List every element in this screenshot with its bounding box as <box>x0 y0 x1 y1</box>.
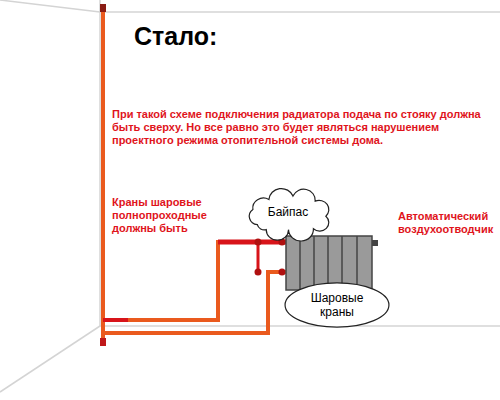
pipe-stub <box>103 318 128 322</box>
return-pipe <box>103 272 286 333</box>
valve-dot <box>279 269 286 276</box>
riser-cap <box>100 4 106 12</box>
bypass-cloud: Байпас <box>244 191 333 233</box>
node-text: Байпас <box>268 205 309 219</box>
valve-dot <box>255 239 262 246</box>
riser-stub <box>100 338 106 346</box>
valve-note: Краны шаровые полнопроходные должны быть <box>112 196 218 235</box>
air-vent <box>372 240 378 246</box>
valve-dot <box>255 269 262 276</box>
air-vent-label: Автоматический воздухоотводчик <box>398 210 496 236</box>
radiator <box>286 236 372 290</box>
riser-pipe <box>101 8 105 345</box>
note-text: При такой схеме подключения радиатора по… <box>112 108 490 147</box>
valves-ellipse: Шаровые краны <box>284 282 390 328</box>
node-text: Шаровые краны <box>302 291 372 319</box>
bypass-pipe <box>257 242 260 272</box>
supply-pipe <box>103 242 286 320</box>
diagram-title: Стало: <box>134 22 217 51</box>
